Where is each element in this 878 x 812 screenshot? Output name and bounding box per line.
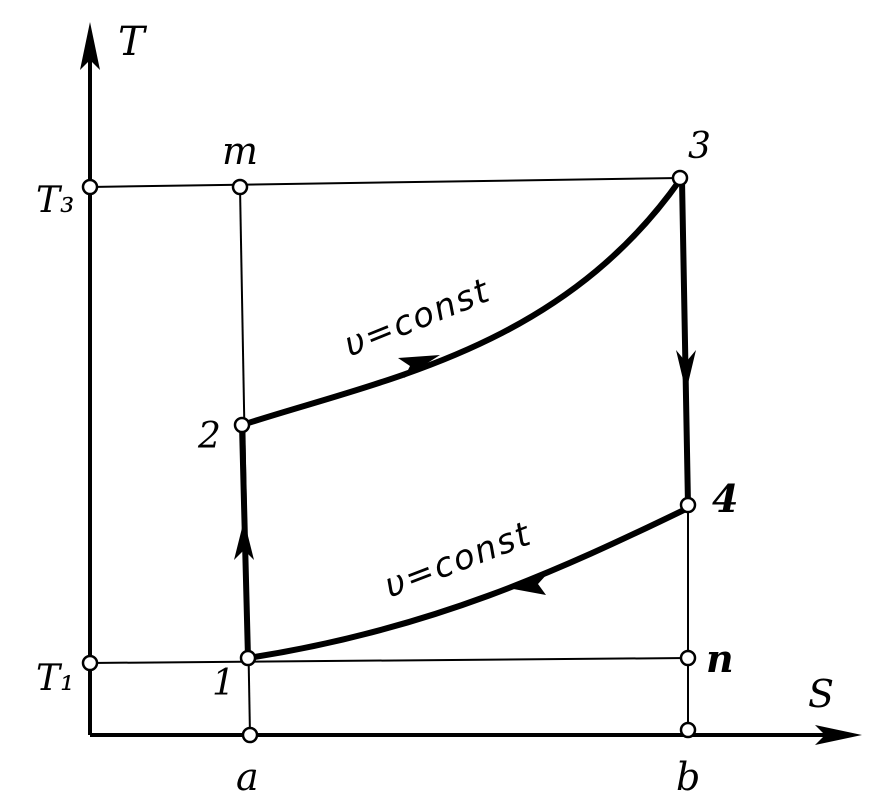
node-m: [231, 178, 249, 196]
t3-isotherm-line: [89, 177, 681, 188]
point-m-label: m: [222, 129, 258, 173]
s-axis-arrowhead: [815, 725, 862, 745]
point-1-label: 1: [212, 663, 235, 704]
t1-label: T₁: [36, 658, 74, 699]
upper-curve-label: υ=const: [338, 270, 496, 365]
node-n: [679, 649, 697, 667]
node-2: [233, 416, 251, 434]
point-b-label: b: [676, 755, 700, 799]
process-4-1: [245, 505, 691, 661]
process-2-3: [239, 177, 683, 428]
point-4-label: 4: [712, 476, 738, 521]
node-3: [671, 169, 689, 187]
lower-curve-label: υ=const: [379, 514, 537, 607]
node-t1: [81, 654, 99, 672]
node-a: [241, 726, 259, 744]
node-1: [239, 649, 257, 667]
point-3-label: 3: [688, 126, 711, 167]
arrow-1-2: [234, 520, 254, 560]
arrow-2-3: [398, 355, 440, 378]
process-3-4: [679, 177, 691, 508]
node-4: [679, 496, 697, 514]
arrow-3-4: [676, 350, 696, 392]
s-axis-label: S: [808, 672, 834, 716]
point-a-label: a: [236, 755, 259, 799]
t-axis-label: T: [118, 19, 148, 65]
node-b: [679, 721, 697, 739]
t1-isotherm-line: [89, 657, 689, 664]
arrow-4-1: [508, 573, 548, 595]
point-2-label: 2: [197, 416, 221, 457]
t3-label: T₃: [36, 180, 74, 221]
node-t3: [81, 178, 99, 196]
point-n-label: n: [706, 636, 734, 681]
t-axis-arrowhead: [80, 22, 100, 70]
